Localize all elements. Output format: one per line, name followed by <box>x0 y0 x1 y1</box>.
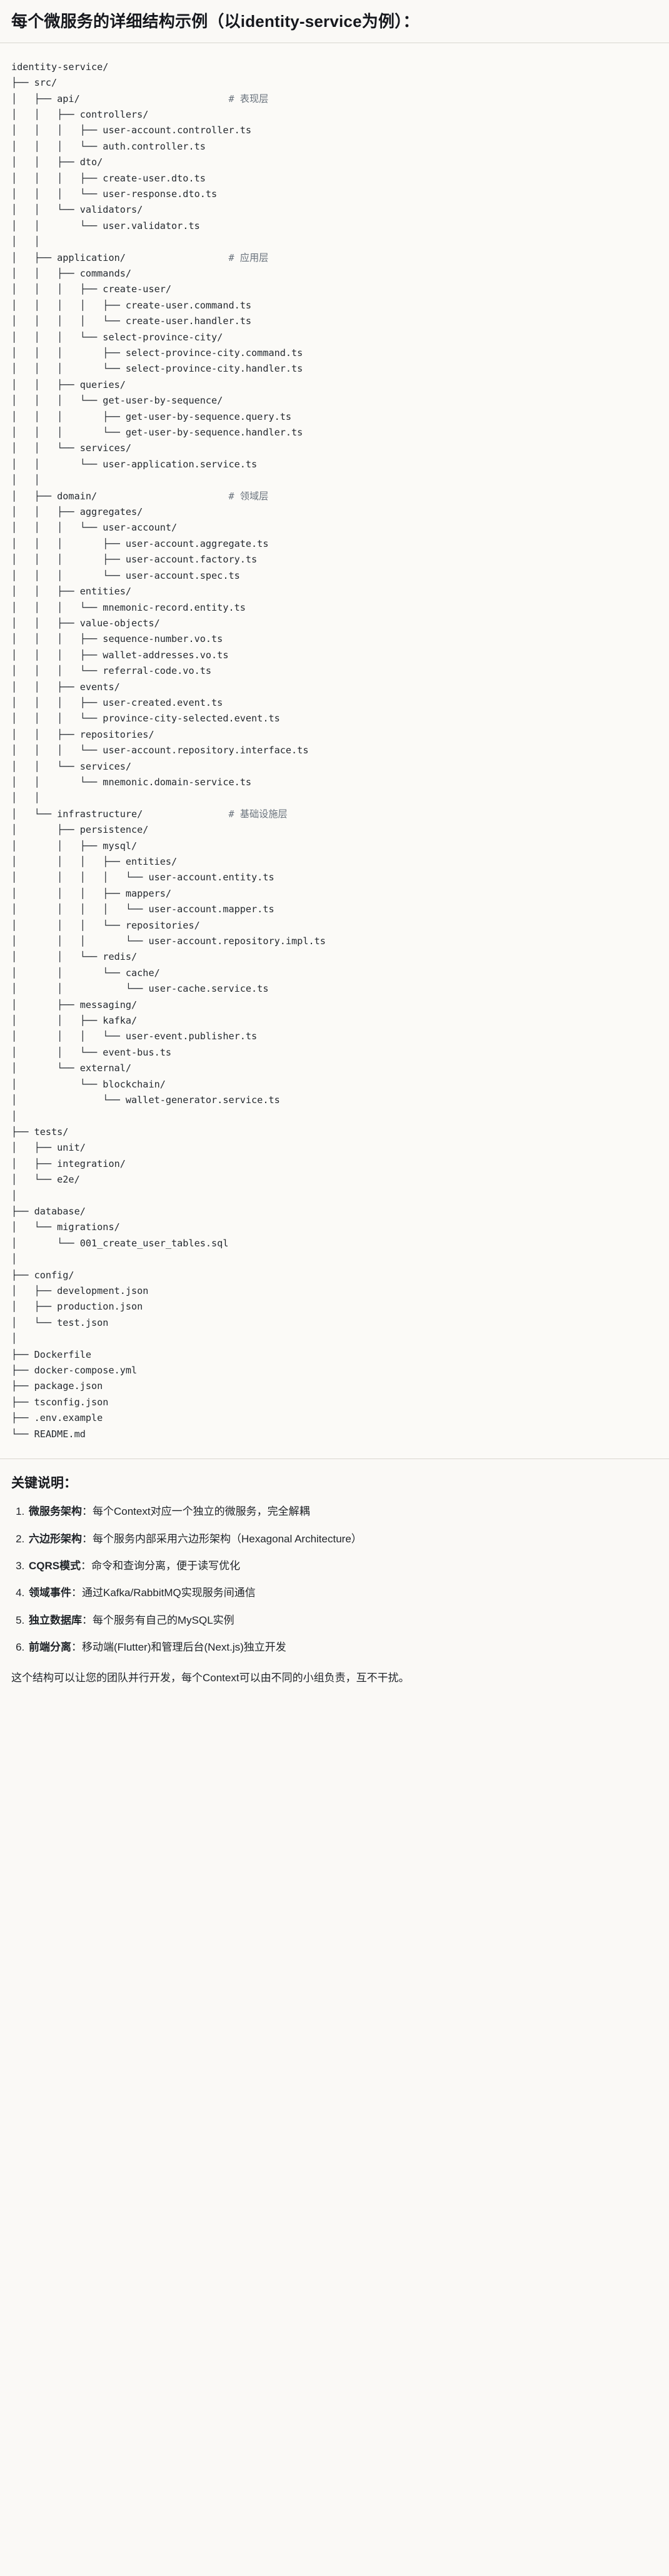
note-term: 微服务架构 <box>29 1505 82 1518</box>
list-item: 领域事件：通过Kafka/RabbitMQ实现服务间通信 <box>28 1585 658 1601</box>
note-text: 命令和查询分离，便于读写优化 <box>91 1560 241 1572</box>
tree-comment: # 基础设施层 <box>228 808 288 820</box>
key-notes-section: 关键说明： 微服务架构：每个Context对应一个独立的微服务，完全解耦 六边形… <box>0 1459 669 1703</box>
page-root: 每个微服务的详细结构示例（以identity-service为例）： ident… <box>0 0 669 1703</box>
note-term: CQRS模式 <box>29 1560 81 1572</box>
list-item: 独立数据库：每个服务有自己的MySQL实例 <box>28 1612 658 1629</box>
tree-comment: # 表现层 <box>228 93 269 104</box>
note-separator: ： <box>82 1614 93 1626</box>
key-notes-list: 微服务架构：每个Context对应一个独立的微服务，完全解耦 六边形架构：每个服… <box>11 1504 658 1656</box>
key-notes-heading: 关键说明： <box>11 1476 77 1491</box>
note-term: 前端分离 <box>29 1641 71 1654</box>
list-item: CQRS模式：命令和查询分离，便于读写优化 <box>28 1558 658 1574</box>
note-text: 每个服务内部采用六边形架构（Hexagonal Architecture） <box>93 1532 362 1545</box>
page-title: 每个微服务的详细结构示例（以identity-service为例）： <box>11 12 420 31</box>
note-separator: ： <box>71 1641 82 1654</box>
note-text: 每个服务有自己的MySQL实例 <box>93 1614 234 1626</box>
list-item: 六边形架构：每个服务内部采用六边形架构（Hexagonal Architectu… <box>28 1531 658 1547</box>
closing-paragraph: 这个结构可以让您的团队并行开发，每个Context可以由不同的小组负责，互不干扰… <box>11 1672 410 1684</box>
note-separator: ： <box>82 1532 93 1545</box>
note-separator: ： <box>82 1505 93 1518</box>
note-term: 六边形架构 <box>29 1532 82 1545</box>
directory-tree: identity-service/ ├── src/ │ ├── api/ # … <box>11 61 326 1440</box>
list-item: 前端分离：移动端(Flutter)和管理后台(Next.js)独立开发 <box>28 1639 658 1656</box>
tree-comment: # 领域层 <box>228 490 269 502</box>
note-separator: ： <box>71 1587 82 1599</box>
note-text: 每个Context对应一个独立的微服务，完全解耦 <box>93 1505 310 1518</box>
note-term: 独立数据库 <box>29 1614 82 1626</box>
note-separator: ： <box>81 1560 92 1572</box>
note-text: 移动端(Flutter)和管理后台(Next.js)独立开发 <box>82 1641 286 1654</box>
note-text: 通过Kafka/RabbitMQ实现服务间通信 <box>82 1587 256 1599</box>
tree-comment: # 应用层 <box>228 252 269 263</box>
directory-tree-block: identity-service/ ├── src/ │ ├── api/ # … <box>0 43 669 1459</box>
list-item: 微服务架构：每个Context对应一个独立的微服务，完全解耦 <box>28 1504 658 1520</box>
note-term: 领域事件 <box>29 1587 71 1599</box>
